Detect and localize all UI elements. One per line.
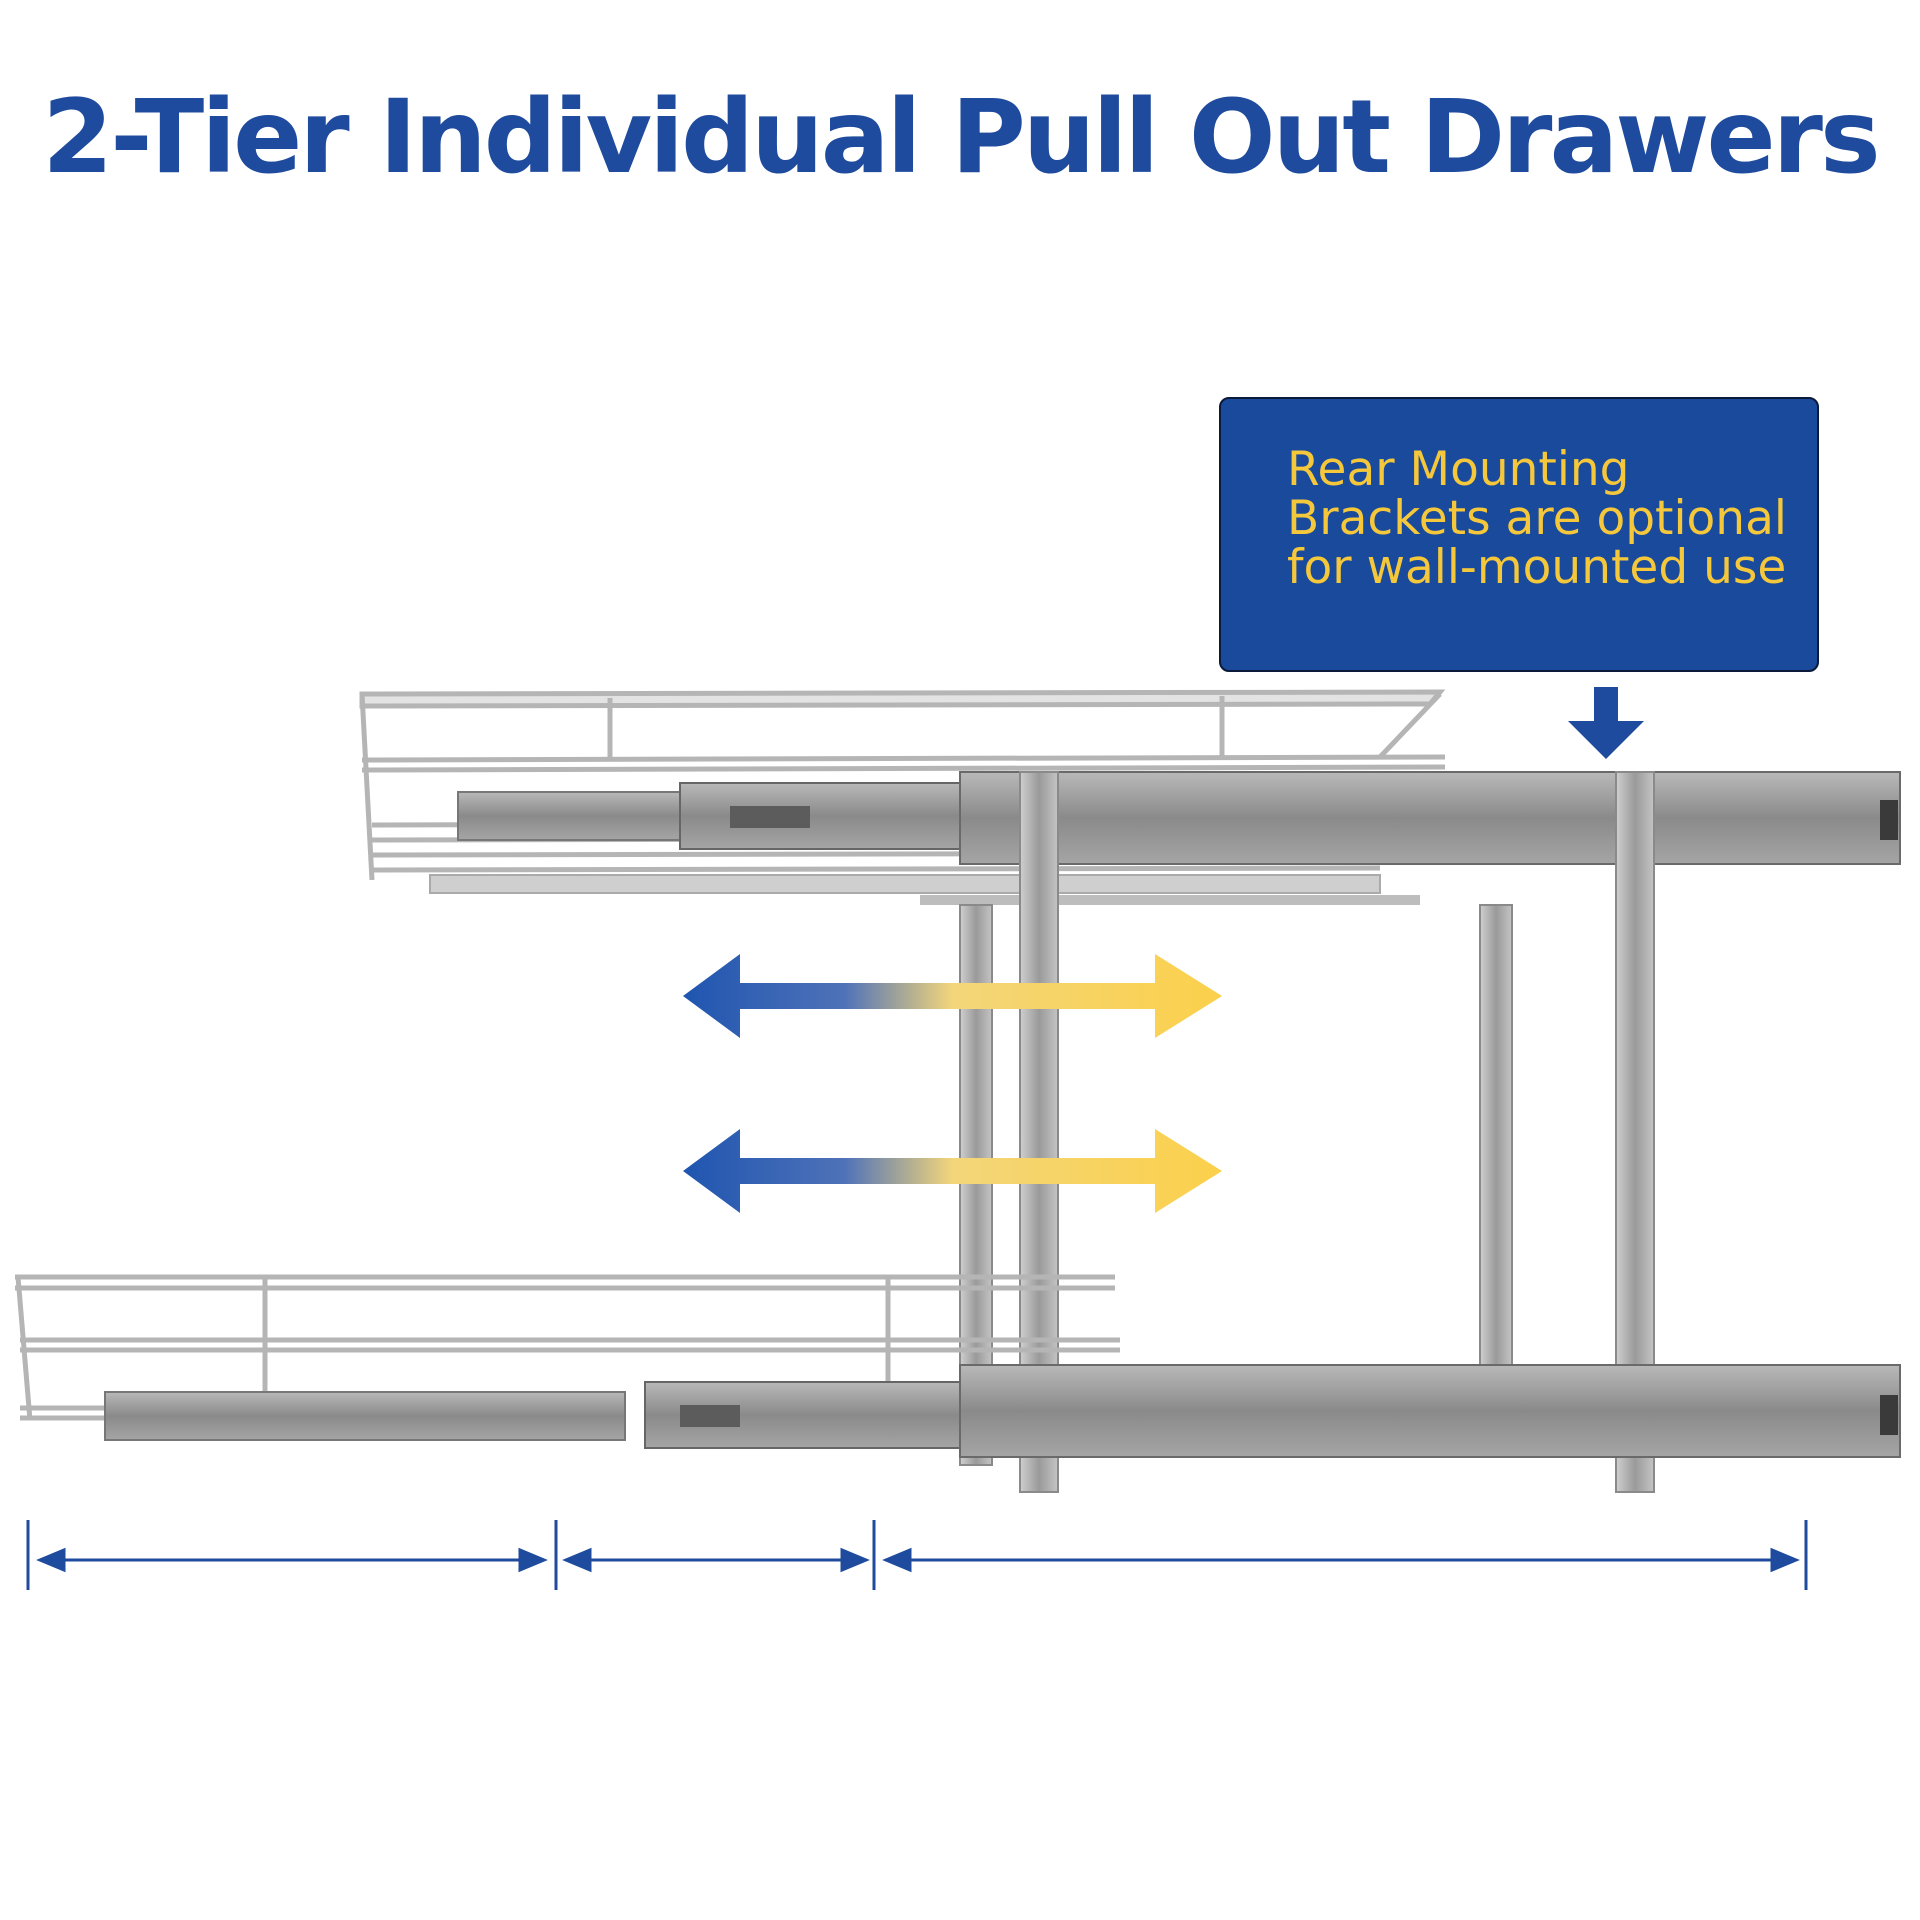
page-title: 2-Tier Individual Pull Out Drawers (42, 78, 1880, 197)
callout-text: Rear Mounting Brackets are optional for … (1287, 442, 1787, 595)
bidirectional-arrow-icon (683, 1129, 1222, 1213)
upper-slide-rail (457, 771, 1901, 905)
down-arrow-icon (1568, 687, 1644, 759)
dimension-lines (26, 1520, 1808, 1590)
lower-slide-rail (104, 1364, 1901, 1458)
bidirectional-arrow-icon (683, 954, 1222, 1038)
mounting-bracket-callout: Rear Mounting Brackets are optional for … (1219, 397, 1819, 672)
